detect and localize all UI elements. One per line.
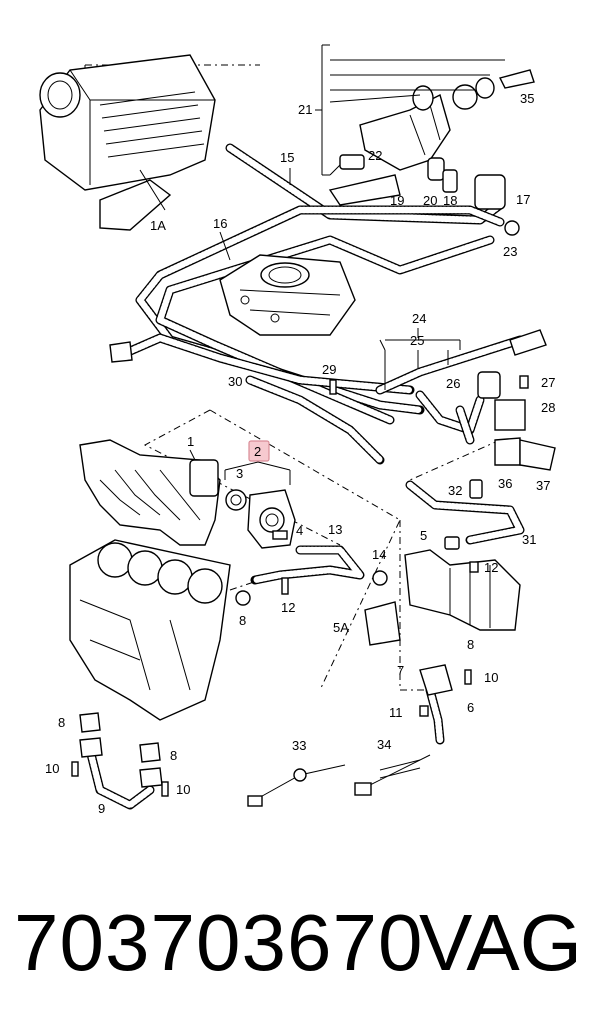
callout-14: 14 [372, 547, 386, 562]
cable-ties [247, 754, 431, 807]
callout-18: 18 [443, 193, 457, 208]
callout-10-right: 10 [484, 670, 498, 685]
leader-lines [139, 44, 505, 485]
callout-29: 29 [322, 362, 336, 377]
callout-16: 16 [213, 216, 227, 231]
callout-7: 7 [397, 663, 404, 678]
intake-manifold [79, 439, 221, 546]
callout-9: 9 [98, 801, 105, 816]
callout-3: 3 [236, 466, 243, 481]
callout-11: 11 [389, 705, 403, 720]
engine-cover [219, 254, 356, 336]
callout-32: 32 [448, 483, 462, 498]
egr-cooler [235, 549, 521, 696]
highlight-box [248, 440, 270, 462]
callout-2: 2 [254, 444, 261, 459]
callout-4: 4 [296, 523, 303, 538]
callout-31: 31 [522, 532, 536, 547]
callout-23: 23 [503, 244, 517, 259]
callout-1: 1 [187, 434, 194, 449]
callout-15: 15 [280, 150, 294, 165]
callout-21: 21 [298, 102, 312, 117]
callout-13: 13 [328, 522, 342, 537]
callout-27: 27 [541, 375, 555, 390]
small-fittings [109, 69, 556, 550]
valve-bracket [328, 93, 451, 206]
callout-10-left: 10 [45, 761, 59, 776]
callout-30: 30 [228, 374, 242, 389]
callout-28: 28 [541, 400, 555, 415]
callout-10-lower: 10 [176, 782, 190, 797]
callout-6: 6 [467, 700, 474, 715]
callout-labels: 1A 15 16 17 18 19 20 21 22 23 35 24 25 2… [45, 91, 555, 816]
callout-25: 25 [410, 333, 424, 348]
callout-19: 19 [390, 193, 404, 208]
callout-34: 34 [377, 737, 391, 752]
callout-12-left: 12 [281, 600, 295, 615]
callout-33: 33 [292, 738, 306, 753]
callout-20: 20 [423, 193, 437, 208]
brand-name: VAG [418, 898, 582, 987]
callout-35: 35 [520, 91, 534, 106]
callout-24: 24 [412, 311, 426, 326]
callout-36: 36 [498, 476, 512, 491]
callout-8-upper: 8 [239, 613, 246, 628]
part-number: 703703670 [14, 898, 424, 987]
callout-8-lower: 8 [170, 748, 177, 763]
callout-22: 22 [368, 148, 382, 163]
gaskets-and-bolts [71, 375, 529, 797]
callout-5: 5 [420, 528, 427, 543]
engine-block [69, 539, 231, 721]
callout-5a: 5A [333, 620, 349, 635]
exploded-parts-diagram: 1A 15 16 17 18 19 20 21 22 23 35 24 25 2… [39, 44, 556, 816]
air-filter-housing [39, 54, 216, 231]
callout-1a: 1A [150, 218, 166, 233]
vacuum-hoses [85, 143, 525, 810]
callout-8-left: 8 [58, 715, 65, 730]
callout-26: 26 [446, 376, 460, 391]
callout-17: 17 [516, 192, 530, 207]
callout-8-right: 8 [467, 637, 474, 652]
part-info-footer: 703703670 VAG [0, 888, 600, 998]
callout-12-right: 12 [484, 560, 498, 575]
callout-37: 37 [536, 478, 550, 493]
